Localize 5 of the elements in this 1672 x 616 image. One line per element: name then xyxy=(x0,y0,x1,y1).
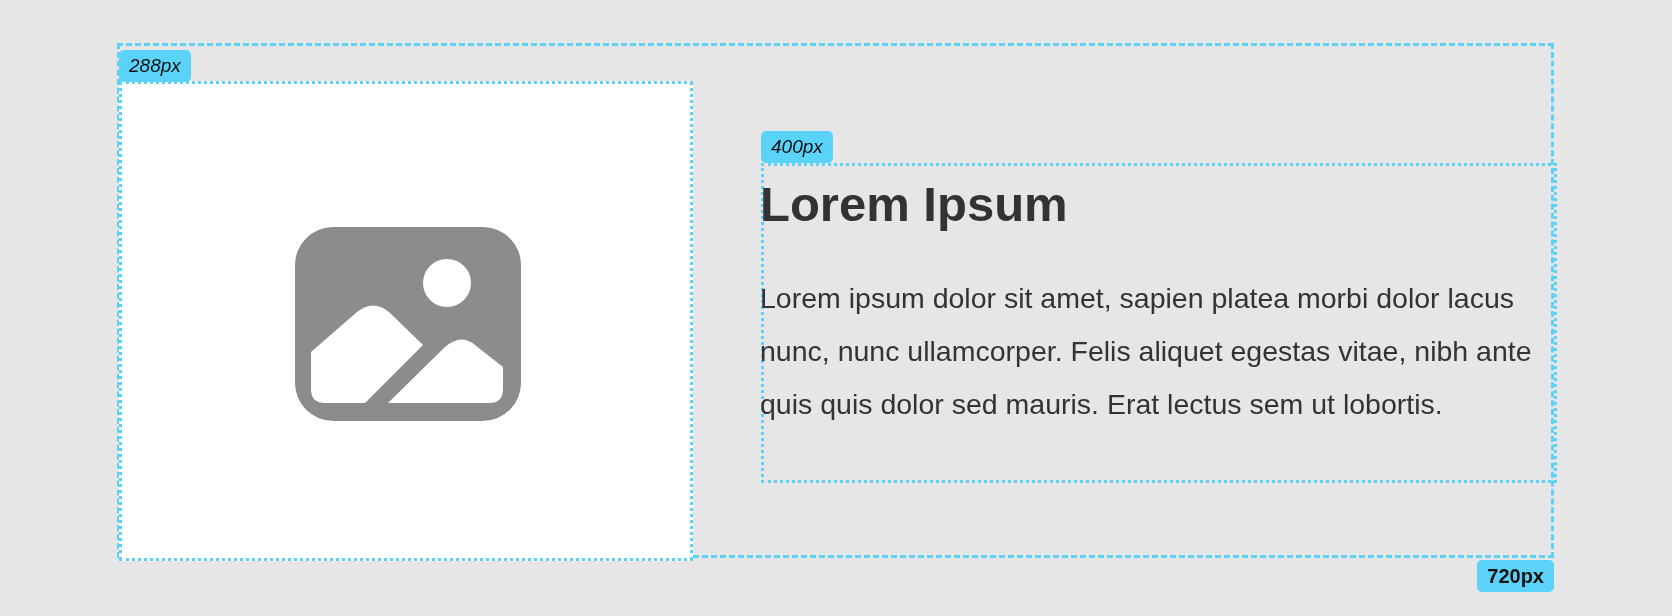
body-text: Lorem ipsum dolor sit amet, sapien platea morbi dolor lacus nunc, nunc ullamcorper. Felis aliquet egestas vitae, nibh ante quis quis dolor sed mauris. Erat lectus sem ut lobortis. xyxy=(760,281,1533,422)
size-badge: 400px xyxy=(761,131,833,163)
heading: Lorem Ipsum xyxy=(760,176,1068,232)
size-badge: 288px xyxy=(119,50,191,82)
size-badge: 720px xyxy=(1477,560,1554,592)
